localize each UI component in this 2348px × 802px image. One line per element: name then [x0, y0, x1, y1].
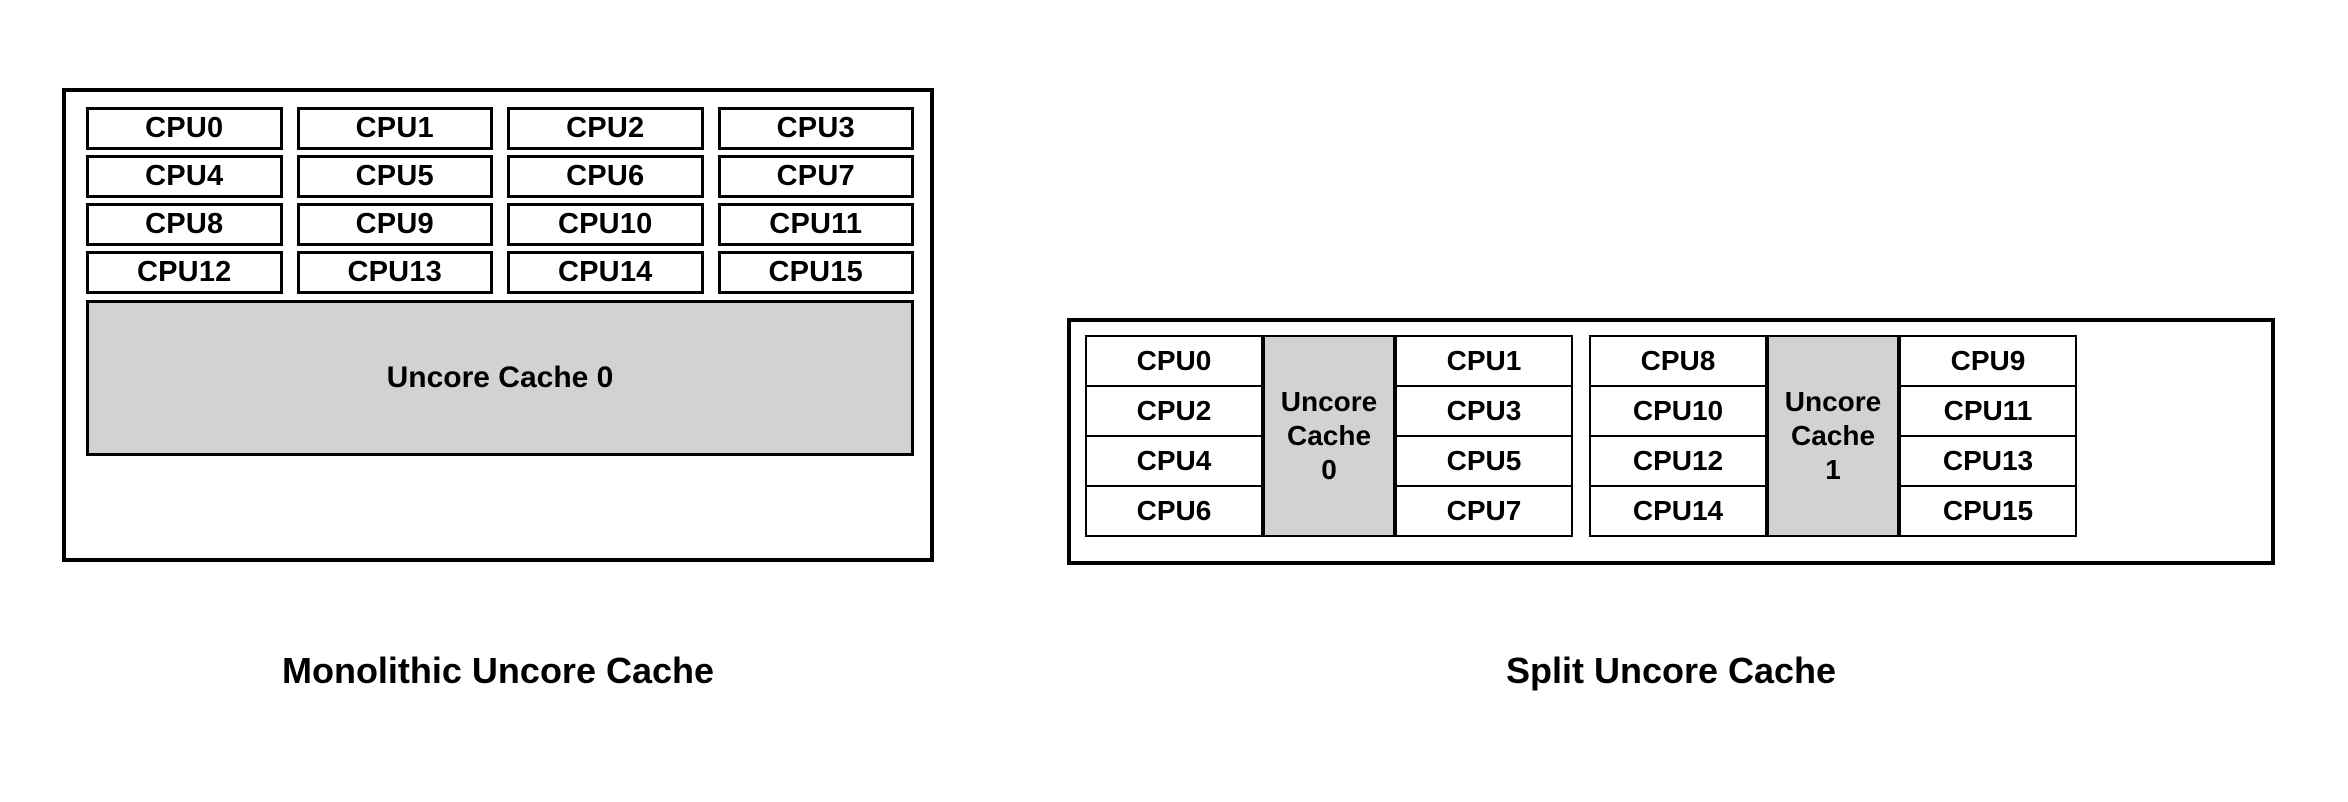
cpu-cell: CPU5 [1395, 435, 1573, 487]
cpu-cell: CPU12 [1589, 435, 1767, 487]
uncore-cache-label-line2: Cache [1286, 419, 1372, 451]
cpu-box: CPU8 [86, 203, 283, 246]
uncore-cache-label-line3: 0 [1321, 454, 1337, 486]
cpu-cell: CPU4 [1085, 435, 1263, 487]
uncore-cache-label-line2: Cache [1790, 419, 1876, 451]
cpu-cell: CPU13 [1899, 435, 2077, 487]
split-socket-outline: CPU0 CPU2 CPU4 CPU6 Uncore Cache 0 CPU1 … [1067, 318, 2275, 565]
uncore-cache-block: Uncore Cache 0 [86, 300, 914, 456]
cpu-box: CPU7 [717, 155, 914, 198]
cpu-box: CPU13 [296, 251, 493, 294]
cpu-box: CPU11 [717, 203, 914, 246]
cpu-cell: CPU1 [1395, 335, 1573, 387]
cpu-box: CPU14 [507, 251, 704, 294]
cpu-column-right: CPU9 CPU11 CPU13 CPU15 [1899, 335, 2077, 537]
figure-caption-monolithic: Monolithic Uncore Cache [281, 650, 715, 691]
cpu-cell: CPU8 [1589, 335, 1767, 387]
uncore-cache-label-line1: Uncore [1784, 385, 1882, 417]
cpu-box: CPU15 [717, 251, 914, 294]
cache-group: CPU0 CPU2 CPU4 CPU6 Uncore Cache 0 CPU1 … [1085, 335, 1573, 537]
uncore-cache-block: Uncore Cache 0 [1263, 335, 1395, 537]
cpu-column-right: CPU1 CPU3 CPU5 CPU7 [1395, 335, 1573, 537]
figure-caption-split: Split Uncore Cache [1505, 650, 1837, 691]
cpu-cell: CPU6 [1085, 485, 1263, 537]
cpu-column-left: CPU0 CPU2 CPU4 CPU6 [1085, 335, 1263, 537]
cpu-box: CPU3 [717, 107, 914, 150]
cpu-cell: CPU3 [1395, 385, 1573, 437]
split-cache-groups: CPU0 CPU2 CPU4 CPU6 Uncore Cache 0 CPU1 … [1085, 335, 2077, 537]
cpu-box: CPU2 [507, 107, 704, 150]
cpu-cell: CPU9 [1899, 335, 2077, 387]
cpu-cell: CPU14 [1589, 485, 1767, 537]
cpu-box: CPU5 [296, 155, 493, 198]
monolithic-socket-outline: CPU0 CPU1 CPU2 CPU3 CPU4 CPU5 CPU6 CPU7 … [62, 88, 934, 562]
cpu-cell: CPU11 [1899, 385, 2077, 437]
cpu-cell: CPU7 [1395, 485, 1573, 537]
cpu-box: CPU12 [86, 251, 283, 294]
cpu-box: CPU10 [507, 203, 704, 246]
cpu-cell: CPU15 [1899, 485, 2077, 537]
cpu-cell: CPU10 [1589, 385, 1767, 437]
cache-group: CPU8 CPU10 CPU12 CPU14 Uncore Cache 1 CP… [1589, 335, 2077, 537]
cpu-box: CPU9 [296, 203, 493, 246]
uncore-cache-label-line1: Uncore [1280, 385, 1378, 417]
uncore-cache-label-line3: 1 [1825, 454, 1841, 486]
cpu-column-left: CPU8 CPU10 CPU12 CPU14 [1589, 335, 1767, 537]
cpu-box: CPU1 [296, 107, 493, 150]
monolithic-cpu-grid: CPU0 CPU1 CPU2 CPU3 CPU4 CPU5 CPU6 CPU7 … [86, 107, 914, 294]
cpu-cell: CPU2 [1085, 385, 1263, 437]
cpu-cell: CPU0 [1085, 335, 1263, 387]
uncore-cache-block: Uncore Cache 1 [1767, 335, 1899, 537]
cpu-box: CPU0 [86, 107, 283, 150]
cpu-box: CPU4 [86, 155, 283, 198]
cpu-box: CPU6 [507, 155, 704, 198]
